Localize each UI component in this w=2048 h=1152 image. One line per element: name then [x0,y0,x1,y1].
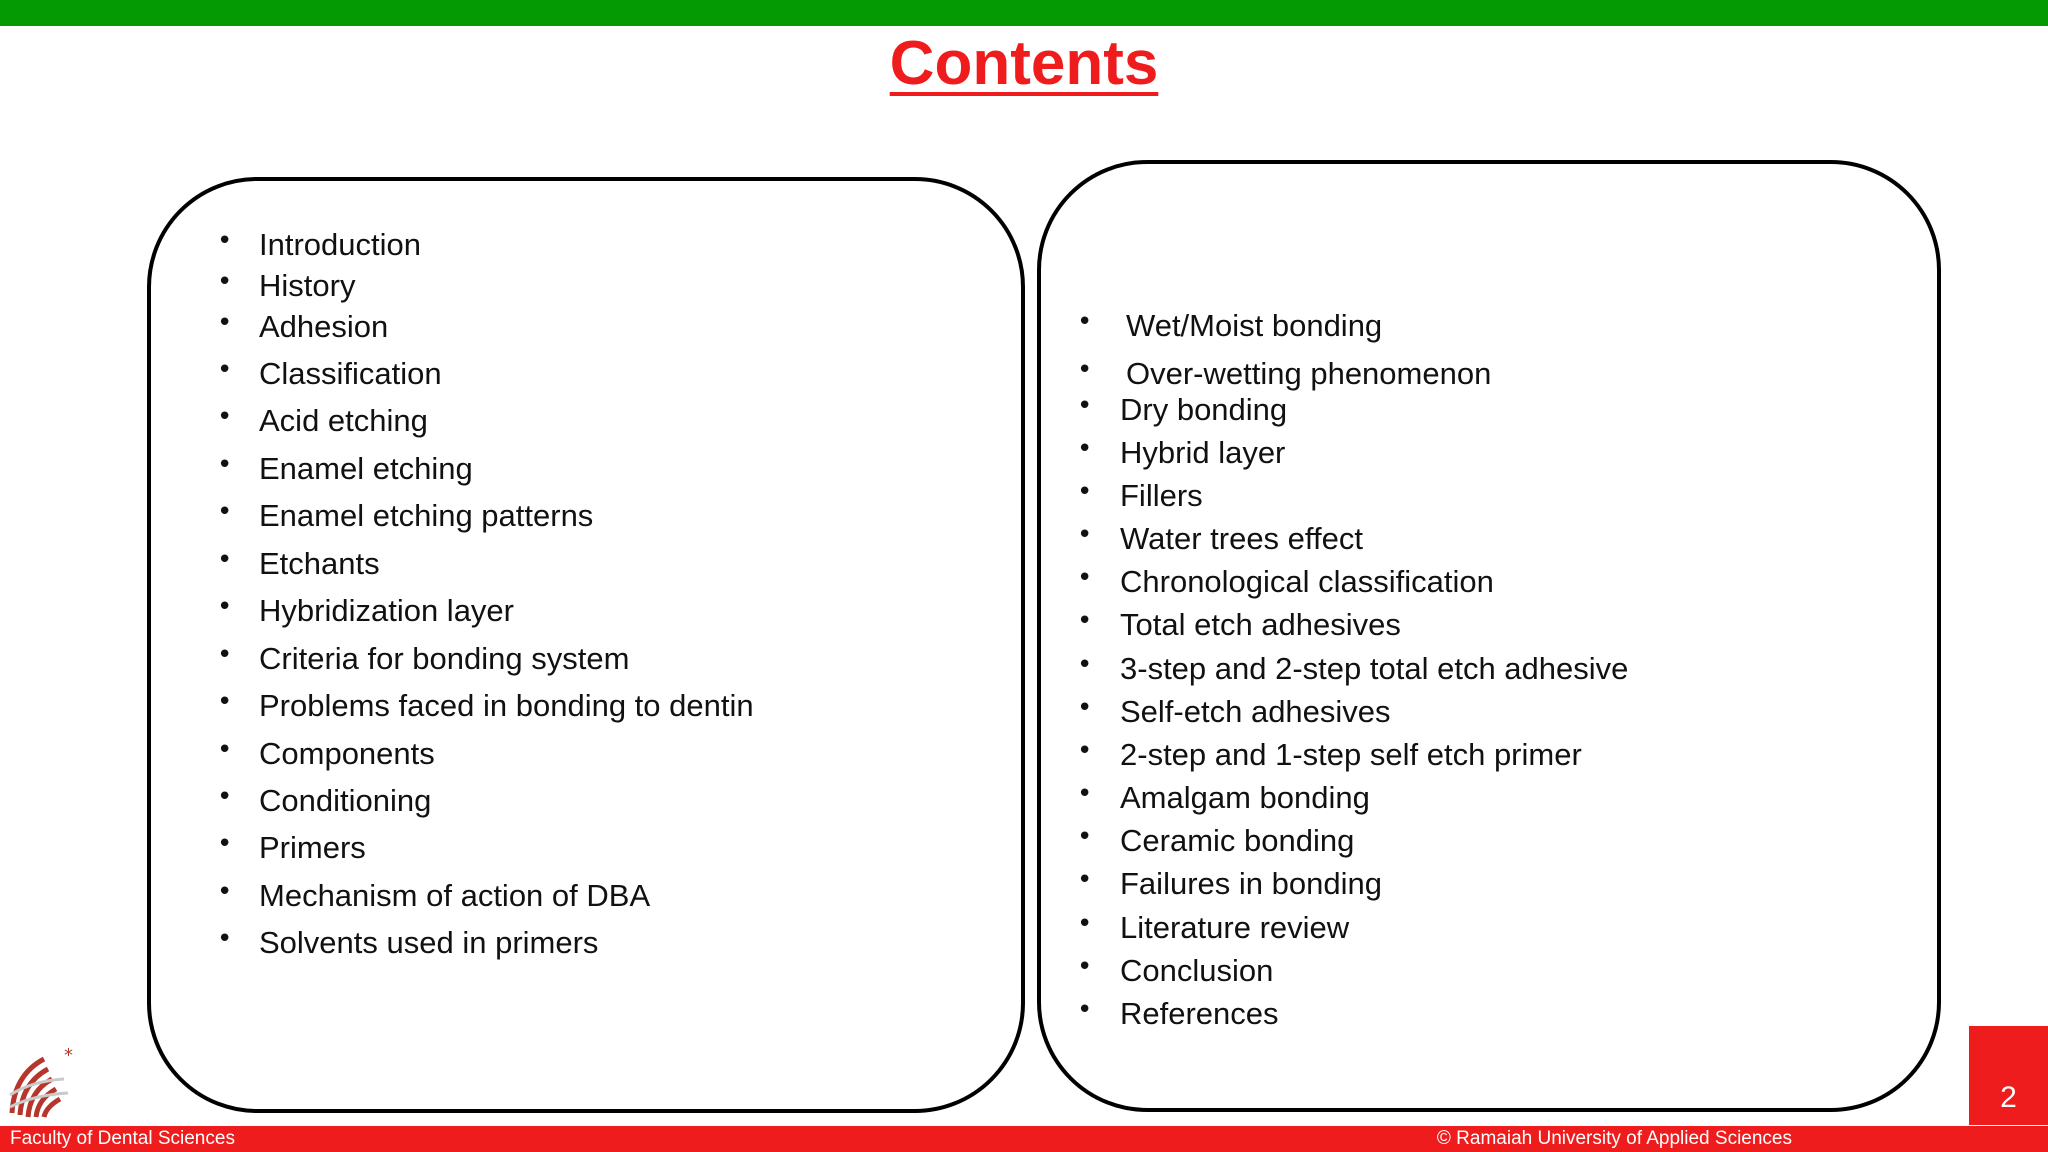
left-list-bullet: • [217,497,233,527]
slide-title: Contents [0,28,2048,100]
left-list-bullet: • [217,687,233,717]
left-list-item: Etchants [259,546,380,581]
right-list-bullet: • [1077,865,1093,895]
left-list-item: Components [259,736,435,771]
top-green-bar [0,0,2048,26]
right-contents-panel [1037,160,1941,1112]
left-list-bullet: • [217,267,233,297]
right-list-item: Failures in bonding [1120,866,1382,901]
footer-faculty: Faculty of Dental Sciences [10,1128,235,1149]
left-list-item: Primers [259,830,366,865]
right-list-bullet: • [1077,952,1093,982]
left-contents-panel [147,177,1025,1113]
right-list-item: Total etch adhesives [1120,607,1401,642]
right-list-bullet: • [1077,995,1093,1025]
left-list-bullet: • [217,355,233,385]
right-list-item: Hybrid layer [1120,435,1286,470]
left-list-item: Introduction [259,227,421,262]
page-number: 2 [2000,1081,2017,1114]
slide-title-text: Contents [889,29,1159,98]
left-list-item: Conditioning [259,783,432,818]
left-list-item: Solvents used in primers [259,925,599,960]
left-list-bullet: • [217,877,233,907]
left-list-item: Criteria for bonding system [259,641,630,676]
right-list-item: Conclusion [1120,953,1274,988]
right-list-item: References [1120,996,1279,1031]
left-list-bullet: • [217,226,233,256]
left-list-bullet: • [217,640,233,670]
left-list-item: Mechanism of action of DBA [259,878,651,913]
right-list-bullet: • [1077,693,1093,723]
right-list-item: Literature review [1120,910,1350,945]
right-list-bullet: • [1077,307,1093,337]
right-list-item: Water trees effect [1120,521,1363,556]
right-list-item: Dry bonding [1120,392,1288,427]
right-list-bullet: • [1077,779,1093,809]
left-list-bullet: • [217,924,233,954]
right-list-bullet: • [1077,520,1093,550]
left-list-item: Adhesion [259,309,389,344]
bottom-red-bar [0,1126,2048,1152]
right-list-bullet: • [1077,650,1093,680]
right-list-bullet: • [1077,563,1093,593]
right-list-item: Self-etch adhesives [1120,694,1391,729]
right-list-item: Over-wetting phenomenon [1126,356,1492,391]
right-list-item: Ceramic bonding [1120,823,1355,858]
left-list-item: Classification [259,356,442,391]
right-list-bullet: • [1077,822,1093,852]
left-list-bullet: • [217,450,233,480]
left-list-item: Acid etching [259,403,428,438]
svg-text:*: * [64,1045,73,1066]
right-list-bullet: • [1077,477,1093,507]
left-list-item: History [259,268,356,303]
left-list-item: Problems faced in bonding to dentin [259,688,754,723]
right-list-item: Chronological classification [1120,564,1494,599]
left-list-item: Hybridization layer [259,593,514,628]
left-list-bullet: • [217,829,233,859]
left-list-bullet: • [217,592,233,622]
university-emblem-icon: * [9,1045,73,1118]
left-list-bullet: • [217,735,233,765]
right-list-item: Fillers [1120,478,1203,513]
left-list-bullet: • [217,308,233,338]
footer-copyright: © Ramaiah University of Applied Sciences [1436,1128,1792,1149]
right-list-item: Wet/Moist bonding [1126,308,1383,343]
right-list-bullet: • [1077,391,1093,421]
left-list-item: Enamel etching patterns [259,498,594,533]
page-number-box: 2 [1969,1026,2048,1125]
right-list-bullet: • [1077,434,1093,464]
right-list-item: 3-step and 2-step total etch adhesive [1120,651,1629,686]
right-list-item: 2-step and 1-step self etch primer [1120,737,1582,772]
right-list-item: Amalgam bonding [1120,780,1370,815]
right-list-bullet: • [1077,355,1093,385]
left-list-bullet: • [217,402,233,432]
right-list-bullet: • [1077,606,1093,636]
left-list-bullet: • [217,545,233,575]
right-list-bullet: • [1077,736,1093,766]
left-list-bullet: • [217,782,233,812]
left-list-item: Enamel etching [259,451,473,486]
right-list-bullet: • [1077,909,1093,939]
